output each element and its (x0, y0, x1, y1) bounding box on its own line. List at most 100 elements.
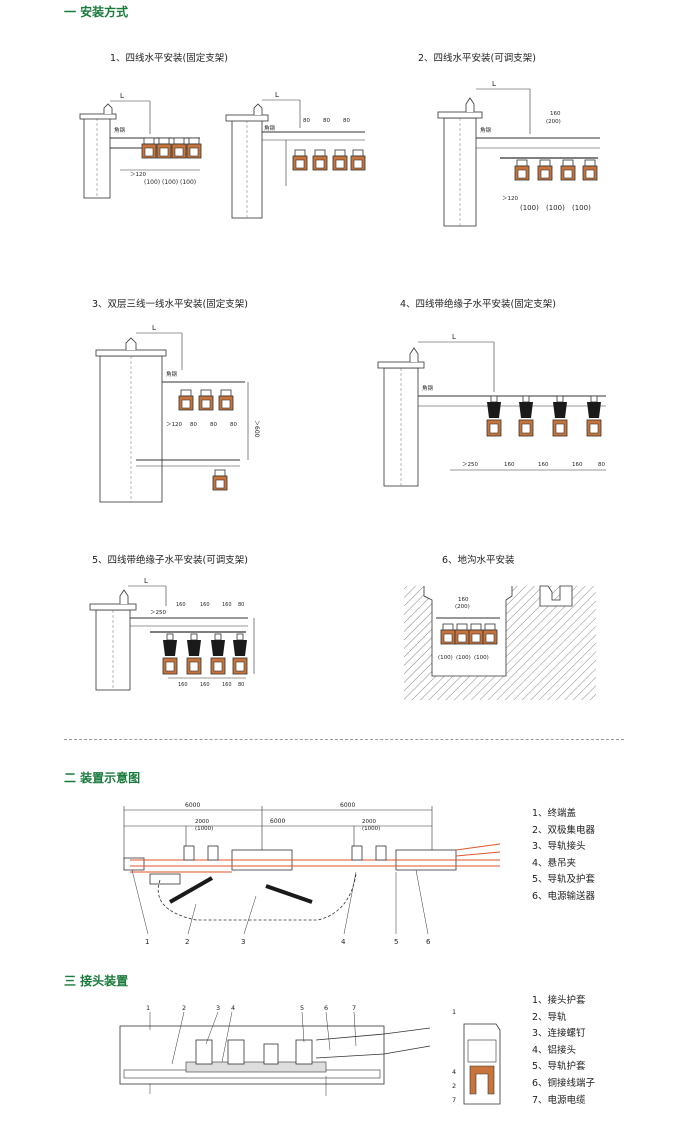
p5-label-L: L (144, 577, 148, 585)
p5-d80-top: 80 (238, 602, 244, 608)
legend-item: 3、连接螺钉 (532, 1028, 586, 1040)
p6-d100-a: (100) (438, 655, 453, 661)
panel-title-1: 1、四线水平安装(固定支架) (110, 53, 228, 64)
joint-callout-7: 7 (352, 1004, 356, 1012)
sch-d6000-b: 6000 (340, 802, 355, 809)
joint-callout-6: 6 (324, 1004, 328, 1012)
install-diagram-1 (79, 100, 202, 199)
sch-callout-3: 3 (241, 938, 245, 946)
sch-callout-6: 6 (426, 938, 431, 946)
p3-label-gt600: ＞600 (253, 420, 260, 438)
p2-label-angle: 角钢 (480, 126, 492, 134)
p4-d160-a: 160 (504, 462, 515, 468)
joint-side-callout-1: 1 (452, 1008, 456, 1016)
joint-side-callout-2: 2 (452, 1082, 456, 1090)
p5-d160-c: 160 (222, 602, 232, 608)
p1-label-d100-c: (100) (180, 179, 196, 186)
p3-d80-c: 80 (230, 422, 237, 428)
p4-d160-b: 160 (538, 462, 549, 468)
panel-title-5: 5、四线带绝缘子水平安装(可调支架) (92, 555, 248, 566)
p5-label-gt250: ＞250 (150, 610, 166, 616)
legend-item: 6、电源输送器 (532, 890, 596, 902)
joint-side-callout-4: 4 (452, 1068, 456, 1076)
joint-callout-5: 5 (300, 1004, 304, 1012)
panel-title-4: 4、四线带绝缘子水平安装(固定支架) (400, 299, 556, 310)
joint-side-callout-7: 7 (452, 1096, 456, 1104)
p2-d160: 160 (550, 111, 561, 117)
p2-d100-b: (100) (546, 204, 565, 212)
panel-title-3: 3、双层三线一线水平安装(固定支架) (92, 299, 248, 310)
p1-label-L: L (120, 92, 124, 100)
install-diagram-4 (377, 341, 606, 487)
p2-d200: (200) (546, 119, 561, 125)
p4-d80: 80 (598, 462, 605, 468)
p4-label-gt250: ＞250 (462, 462, 478, 468)
install-diagram-6 (404, 585, 596, 700)
legend-item: 4、铝接头 (532, 1044, 577, 1056)
p4-d160-c: 160 (572, 462, 583, 468)
section-title-install: 一 安装方式 (64, 5, 129, 19)
p4-label-L: L (452, 333, 456, 341)
joint-diagram (119, 1011, 501, 1105)
p3-label-L: L (152, 324, 156, 332)
p2-label-L: L (492, 80, 496, 88)
sch-d1000-a: (1000) (195, 826, 213, 832)
legend-item: 4、悬吊夹 (532, 857, 577, 869)
p3-label-gt120: ＞120 (166, 422, 182, 428)
p5-d160-e: 160 (200, 682, 210, 688)
sch-callout-5: 5 (394, 938, 398, 946)
legend-item: 2、双极集电器 (532, 824, 596, 836)
p1b-d80-a: 80 (303, 118, 310, 124)
p6-d100-b: (100) (456, 655, 471, 661)
p5-d80-bot: 80 (238, 682, 244, 688)
p1b-d80-b: 80 (323, 118, 330, 124)
joint-legend: 1、接头护套 2、导轨 3、连接螺钉 4、铝接头 5、导轨护套 6、铜接线端子 … (532, 993, 595, 1109)
legend-item: 1、终端盖 (532, 808, 577, 819)
p6-d200: (200) (455, 604, 470, 610)
p2-label-gt120: ＞120 (502, 196, 518, 202)
panel-title-2: 2、四线水平安装(可调支架) (418, 53, 536, 64)
legend-item: 3、导轨接头 (532, 841, 586, 853)
p1b-label-L: L (275, 91, 279, 99)
p5-d160-d: 160 (178, 682, 188, 688)
joint-callout-3: 3 (216, 1004, 220, 1012)
legend-item: 2、导轨 (532, 1011, 567, 1023)
sch-callout-4: 4 (341, 938, 346, 946)
p6-d100-c: (100) (474, 655, 489, 661)
joint-callout-4: 4 (231, 1004, 235, 1012)
p1-label-gt120: ＞120 (130, 172, 146, 178)
p1b-d80-c: 80 (343, 118, 350, 124)
install-diagram-5 (89, 585, 255, 691)
sch-d6000-a: 6000 (185, 802, 200, 809)
sch-d6000-c: 6000 (270, 818, 285, 825)
legend-item: 1、接头护套 (532, 995, 586, 1006)
legend-item: 5、导轨及护套 (532, 874, 596, 886)
install-diagram-1b (225, 99, 366, 219)
p6-d160: 160 (458, 597, 469, 603)
section-title-joint: 三 接头装置 (64, 974, 129, 988)
p3-d80-b: 80 (210, 422, 217, 428)
p1-label-d100-b: (100) (162, 179, 178, 186)
legend-item: 6、铜接线端子 (532, 1077, 596, 1089)
sch-d2000-b: 2000 (362, 819, 376, 825)
legend-item: 7、电源电缆 (532, 1094, 586, 1106)
p4-label-angle: 角钢 (422, 384, 434, 392)
schematic-diagram (123, 806, 501, 935)
legend-item: 5、导轨护套 (532, 1061, 586, 1073)
p5-d160-a: 160 (176, 602, 186, 608)
sch-callout-1: 1 (145, 938, 149, 946)
sch-d1000-b: (1000) (362, 826, 380, 832)
section-divider (64, 739, 624, 740)
p3-label-angle: 角钢 (166, 370, 178, 378)
section-title-schematic: 二 装置示意图 (64, 771, 141, 785)
p1b-label-angle: 角钢 (264, 124, 276, 132)
p1-label-d100-a: (100) (144, 179, 160, 186)
install-diagram-2 (437, 88, 600, 227)
p5-d160-b: 160 (200, 602, 210, 608)
p3-d80-a: 80 (190, 422, 197, 428)
schematic-legend: 1、终端盖 2、双极集电器 3、导轨接头 4、悬吊夹 5、导轨及护套 6、电源输… (532, 806, 595, 906)
joint-callout-1: 1 (146, 1004, 150, 1012)
panel-title-6: 6、地沟水平安装 (442, 555, 515, 566)
install-diagram-3 (95, 332, 249, 503)
